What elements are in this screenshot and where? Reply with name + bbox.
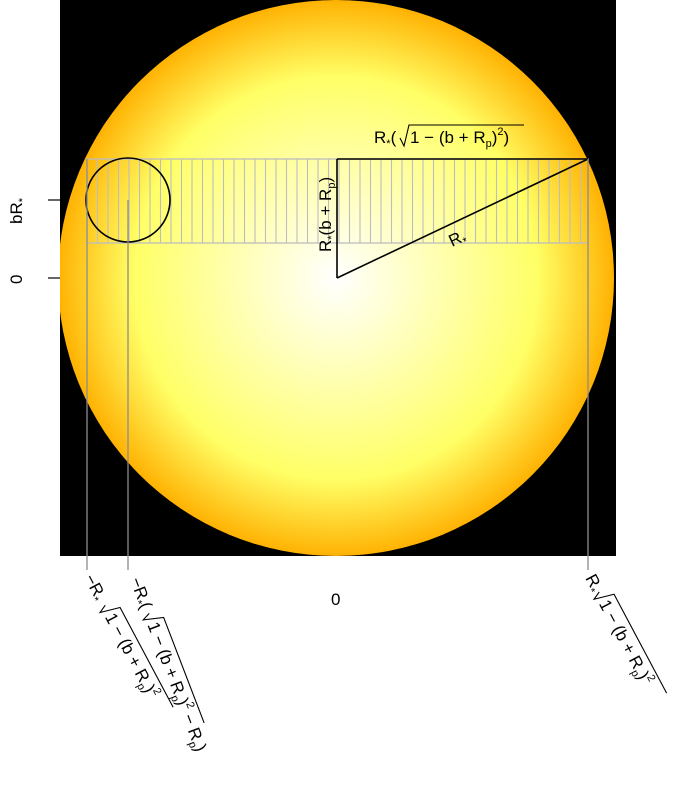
svg-text:1 − (b + Rp)2: 1 − (b + Rp)2 (592, 596, 657, 690)
stellar-disc (60, 0, 614, 556)
y-axis: bR* 0 (7, 197, 60, 284)
x-guide-lines (86, 159, 589, 570)
triangle-hypotenuse (336, 158, 589, 279)
svg-text:R*: R* (579, 571, 607, 597)
x-tick-label-zero: 0 (331, 590, 340, 609)
annotation-top-edge: R*( 1 − (b + Rp)2) (374, 124, 524, 150)
x-label-right: R* 1 − (b + Rp)2 (579, 571, 668, 694)
y-tick-label-bR: bR* (7, 197, 29, 224)
geometry-triangle (336, 158, 589, 279)
svg-text:−R*: −R* (78, 571, 110, 605)
annotation-vertical-edge: R*(b + Rp) (316, 177, 338, 252)
y-tick-label-zero: 0 (7, 275, 26, 284)
svg-text:R*(: R*( (374, 128, 397, 150)
svg-text:−R*(: −R*( (123, 575, 155, 613)
svg-text:1 − (b + Rp)2): 1 − (b + Rp)2) (410, 126, 509, 150)
